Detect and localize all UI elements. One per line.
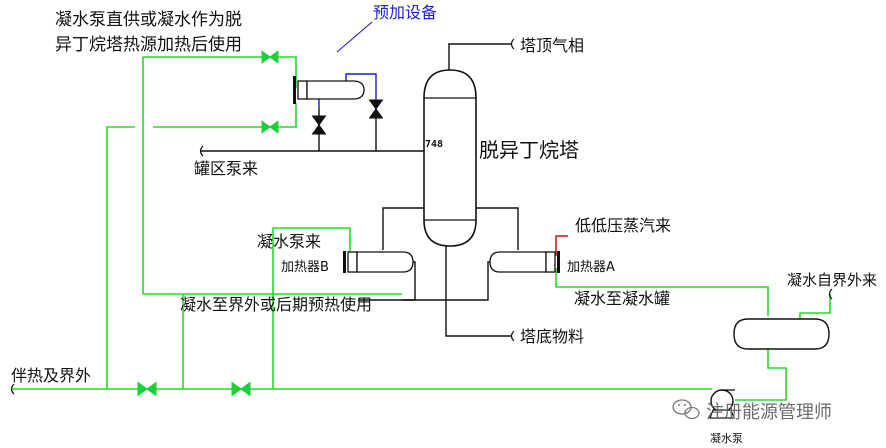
label-bottoms: 塔底物料 xyxy=(520,327,584,346)
bottoms-line xyxy=(445,244,512,337)
valve-supply-top-icon[interactable] xyxy=(261,50,279,64)
heater-b-exchanger xyxy=(343,251,414,273)
condensate-lines xyxy=(12,56,831,401)
condensate-return-line xyxy=(153,103,297,128)
valve-header-mid-icon[interactable] xyxy=(231,381,251,397)
note-condensate-pump-line1: 凝水泵直供或凝水作为脱 xyxy=(55,10,242,30)
condensate-to-drum xyxy=(555,268,769,316)
line-end-hook-icon xyxy=(10,383,15,395)
reboiler-a-return xyxy=(402,261,497,301)
label-heater-a: 加热器A xyxy=(567,260,615,275)
labels: 凝水泵直供或凝水作为脱 异丁烷塔热源加热后使用 预加设备 塔顶气相 罐区泵来 脱… xyxy=(11,3,877,445)
tray-tag: 748 xyxy=(425,139,443,150)
low-pressure-steam-line xyxy=(555,235,568,256)
label-condensate-export: 凝水至界外或后期预热使用 xyxy=(180,295,372,314)
condensate-branch-left xyxy=(106,126,135,389)
label-tank-farm-pump: 罐区泵来 xyxy=(194,159,258,178)
watermark-text: 注册能源管理师 xyxy=(706,402,832,423)
label-overhead-vapor: 塔顶气相 xyxy=(520,36,584,55)
preheat-note-pointer xyxy=(336,21,373,53)
valve-return-icon[interactable] xyxy=(261,120,279,134)
heater-a-exchanger xyxy=(489,251,560,273)
reboiler-a-draw xyxy=(475,207,519,250)
label-condensate-pump-in: 凝水泵来 xyxy=(257,232,321,251)
watermark: 注册能源管理师 xyxy=(672,399,832,423)
preheater-exchanger xyxy=(293,76,365,104)
line-end-hook-icon xyxy=(828,288,833,300)
note-preheat-equipment: 预加设备 xyxy=(373,3,437,22)
condensate-drum-outlet xyxy=(735,348,787,401)
label-low-pressure-steam: 低低压蒸汽来 xyxy=(575,216,671,235)
line-end-hook-icon xyxy=(510,38,515,50)
label-condensate-to-tank: 凝水至凝水罐 xyxy=(574,289,670,308)
distillation-column xyxy=(423,69,477,247)
condensate-supply-line-top xyxy=(143,56,297,88)
column-name: 脱异丁烷塔 xyxy=(479,138,579,162)
label-condensate-from-battery: 凝水自界外来 xyxy=(787,271,877,289)
label-pump: 凝水泵 xyxy=(710,431,743,445)
label-heater-b: 加热器B xyxy=(281,260,329,275)
overhead-vapor-line xyxy=(448,43,512,72)
valve-header-left-icon[interactable] xyxy=(137,381,157,397)
condensate-loop-heater-b xyxy=(272,227,351,389)
wechat-logo-icon xyxy=(672,399,700,420)
line-end-hooks xyxy=(10,38,833,395)
line-end-hook-icon xyxy=(199,145,204,157)
note-condensate-pump-line2: 异丁烷塔热源加热后使用 xyxy=(55,34,242,55)
reboiler-b-draw xyxy=(382,207,424,250)
valve-preheat-left-icon[interactable] xyxy=(311,115,327,135)
condensate-pump-icon[interactable] xyxy=(709,389,735,419)
line-end-hook-icon xyxy=(510,330,515,342)
label-heat-tracing: 伴热及界外 xyxy=(11,366,91,385)
condensate-drum xyxy=(733,318,830,350)
valves xyxy=(137,50,384,397)
valve-preheat-right-icon[interactable] xyxy=(368,99,384,119)
condensate-from-outside xyxy=(799,294,831,320)
